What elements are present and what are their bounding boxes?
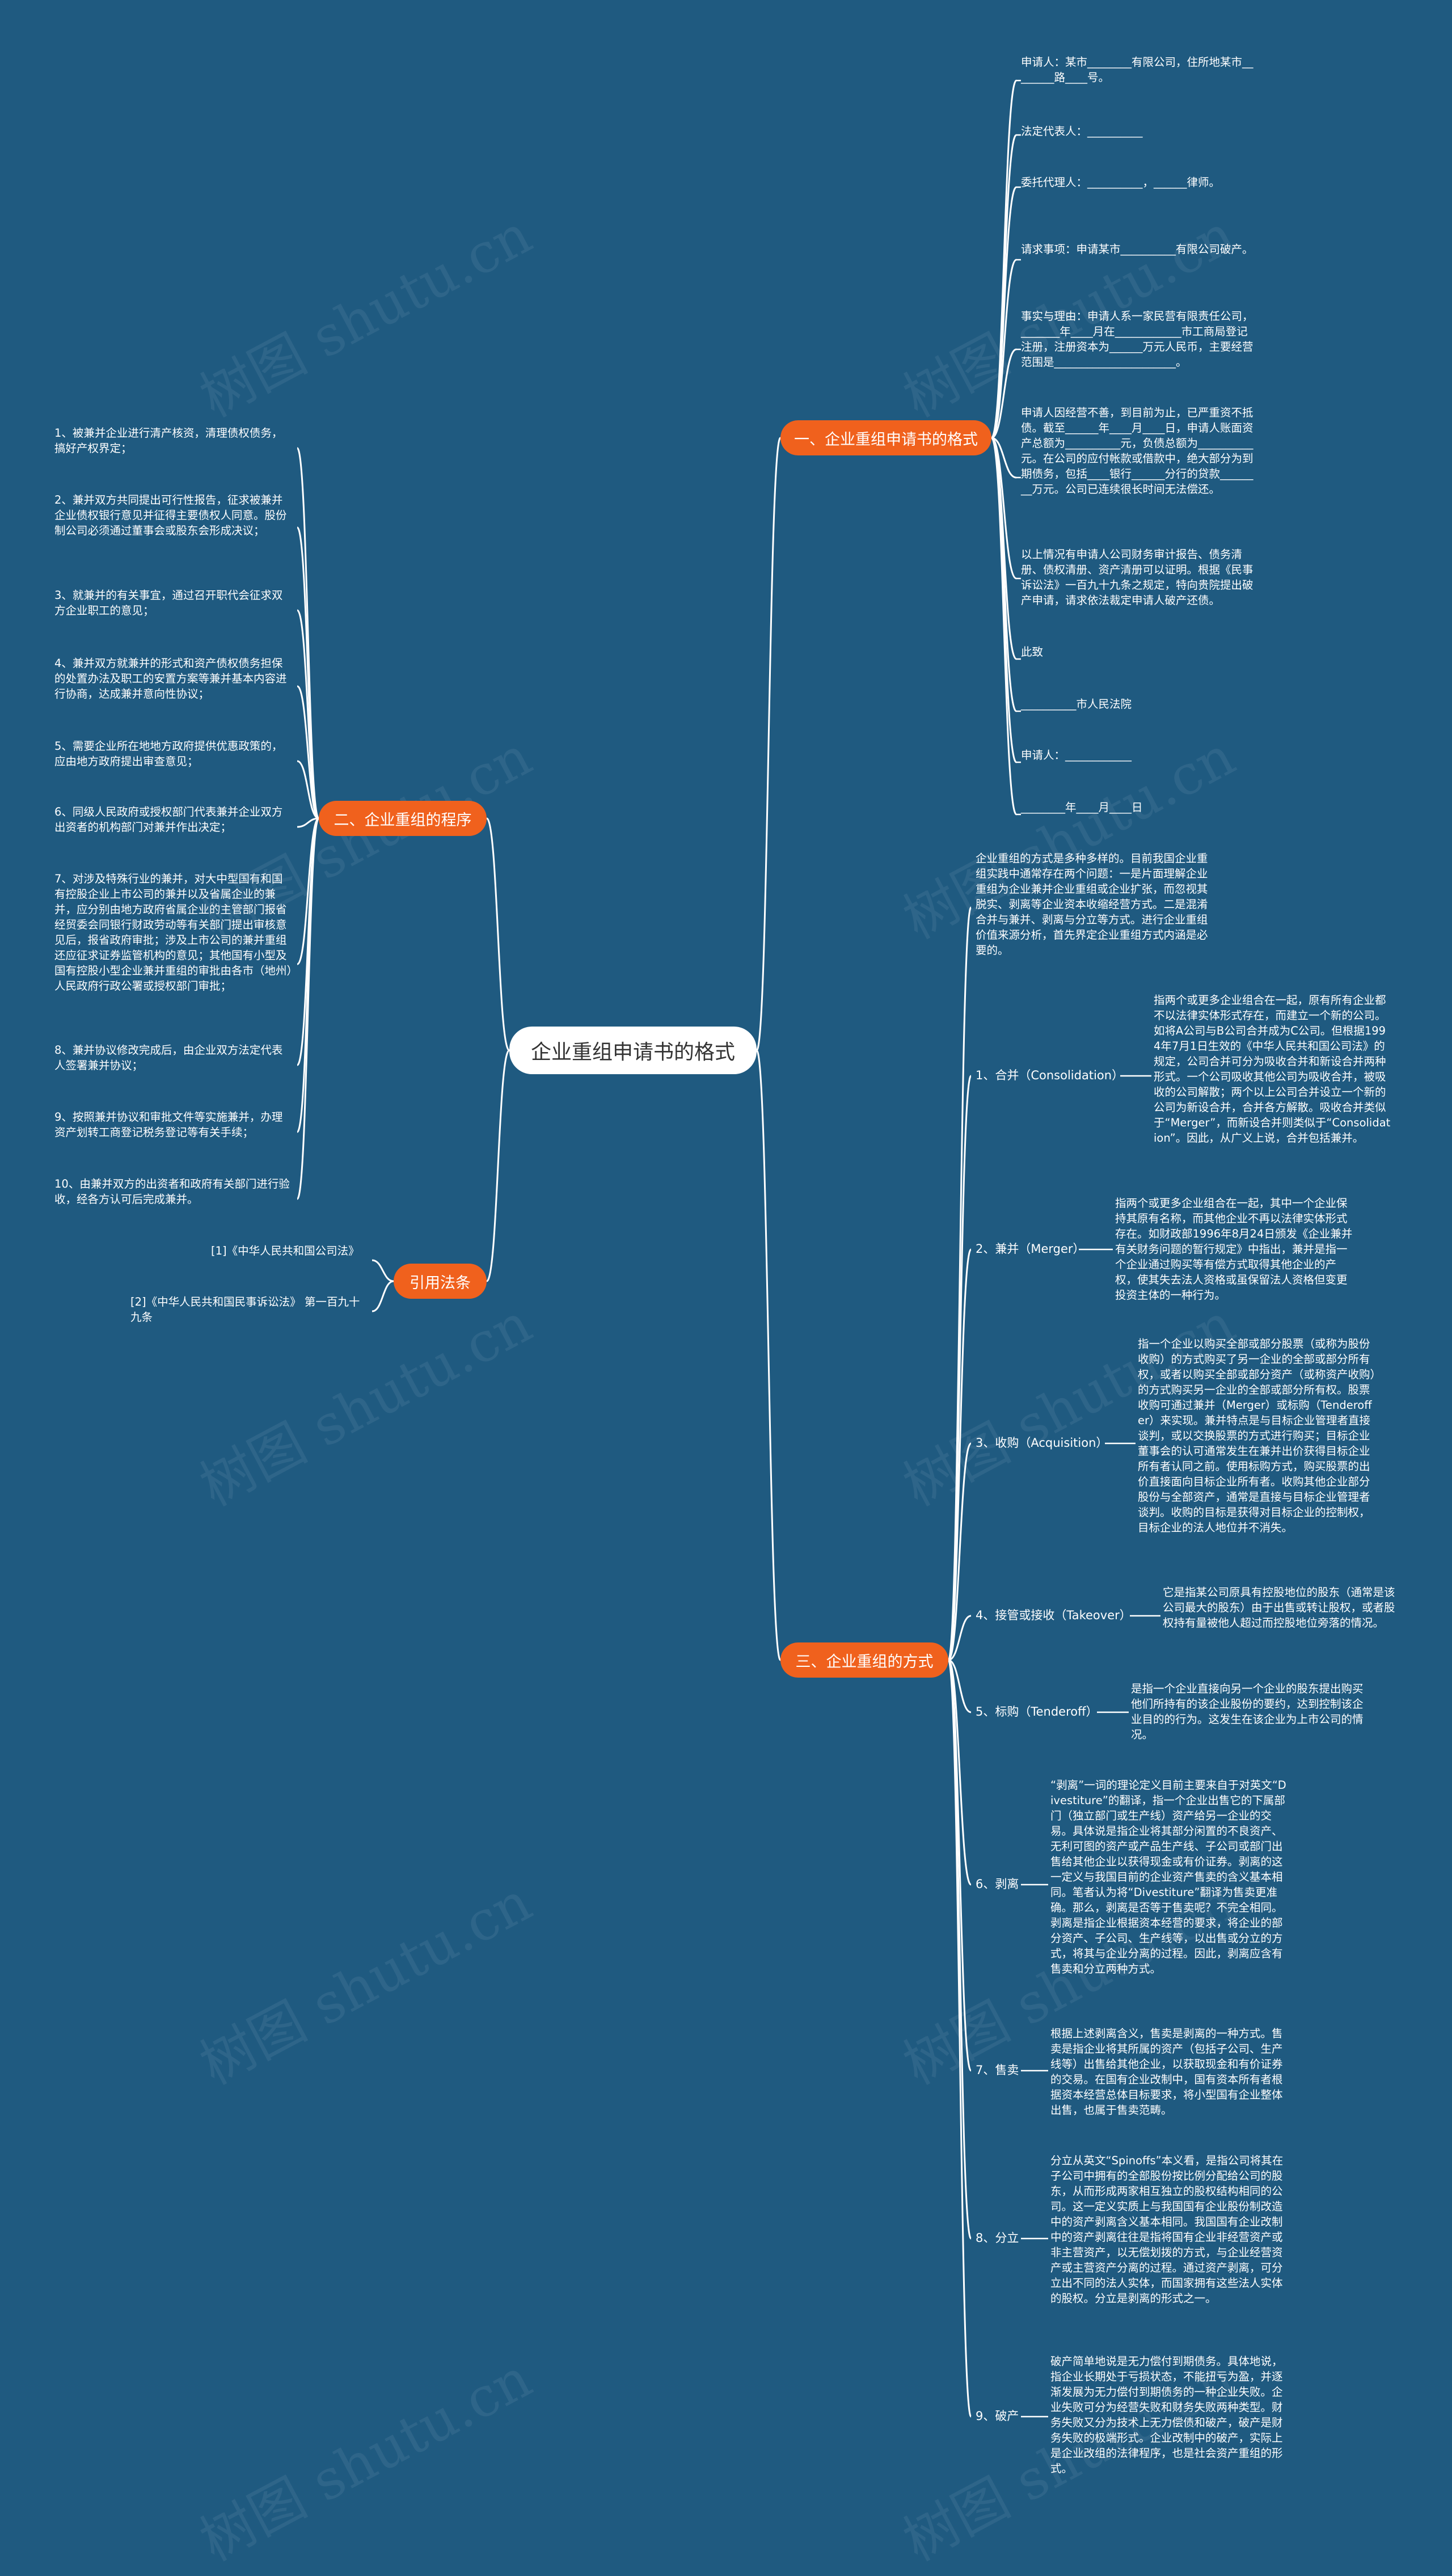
connector-line bbox=[297, 760, 319, 820]
connector-line bbox=[991, 437, 1017, 479]
method-tenderoffer-label[interactable]: 5、标购（Tenderoff） bbox=[976, 1705, 1098, 1718]
method-sale-label[interactable]: 7、售卖 bbox=[976, 2063, 1019, 2077]
connector-line bbox=[948, 1659, 972, 1713]
connector-line bbox=[947, 1442, 972, 1661]
leaf-date: ________年____月____日 bbox=[1021, 801, 1143, 814]
method-consolidation-label[interactable]: 1、合并（Consolidation） bbox=[976, 1069, 1124, 1082]
method-tenderoffer-text: 是指一个企业直接向另一个企业的股东提出购买他们所持有的该企业股份的要约，达到控制… bbox=[1131, 1682, 1364, 1741]
procedure-step-1: 1、被兼并企业进行清产核资，清理债权债务，搞好产权界定； bbox=[54, 426, 283, 455]
connector-line bbox=[948, 1615, 972, 1661]
method-merger-label[interactable]: 2、兼并（Merger） bbox=[976, 1242, 1085, 1256]
connector-line bbox=[947, 1659, 972, 2240]
method-acquisition-text: 指一个企业以购买全部或部分股票（或称为股份收购）的方式购买了另一企业的全部或部分… bbox=[1138, 1337, 1376, 1534]
leaf-legal-representative: 法定代表人：__________ bbox=[1021, 125, 1143, 138]
method-acquisition-label[interactable]: 3、收购（Acquisition） bbox=[976, 1436, 1108, 1450]
connector-line bbox=[297, 685, 319, 820]
connector-line bbox=[947, 1075, 972, 1661]
connector-line bbox=[755, 1049, 782, 1661]
cited-law-1: [1]《中华人民共和国公司法》 bbox=[211, 1244, 360, 1257]
leaf-insolvency: 申请人因经营不善，到目前为止，已严重资不抵债。截至______年____月___… bbox=[1021, 406, 1253, 496]
connector-line bbox=[486, 1049, 510, 1282]
procedure-step-10: 10、由兼并双方的出资者和政府有关部门进行验收，经各方认可后完成兼并。 bbox=[54, 1177, 290, 1206]
connector-line bbox=[990, 259, 1018, 439]
method-bankruptcy-label[interactable]: 9、破产 bbox=[976, 2409, 1019, 2423]
method-takeover-text: 它是指某公司原具有控股地位的股东（通常是该公司最大的股东）由于出售或转让股权，或… bbox=[1163, 1586, 1395, 1629]
leaf-signature: 申请人：____________ bbox=[1021, 749, 1132, 762]
connector-line bbox=[990, 437, 1018, 763]
leaf-agent: 委托代理人：__________，______律师。 bbox=[1021, 176, 1221, 189]
connector-line bbox=[947, 1659, 972, 1886]
cited-law-2: [2]《中华人民共和国民事诉讼法》 第一百九十九条 bbox=[130, 1295, 360, 1324]
method-spinoff-text: 分立从英文“Spinoffs”本义看，是指公司将其在子公司中拥有的全部股份按比例… bbox=[1050, 2154, 1284, 2305]
method-sale-text: 根据上述剥离含义，售卖是剥离的一种方式。售卖是指企业将其所属的资产（包括子公司、… bbox=[1050, 2027, 1283, 2117]
method-takeover-label[interactable]: 4、接管或接收（Takeover） bbox=[976, 1608, 1132, 1622]
procedure-step-7: 7、对涉及特殊行业的兼并，对大中型国有和国有控股企业上市公司的兼并以及省属企业的… bbox=[54, 872, 293, 993]
connector-line bbox=[990, 437, 1018, 816]
method-merger-text: 指两个或更多企业组合在一起，其中一个企业保持其原有名称，而其他企业不再以法律实体… bbox=[1115, 1197, 1353, 1302]
method-divestiture-text: “剥离”一词的理论定义目前主要来自于对英文“Divestiture”的翻译，指一… bbox=[1050, 1779, 1286, 1975]
method-divestiture-label[interactable]: 6、剥离 bbox=[976, 1877, 1019, 1891]
connector-line bbox=[486, 817, 510, 1051]
method-spinoff-label[interactable]: 8、分立 bbox=[976, 2231, 1019, 2245]
connector-line bbox=[372, 1280, 394, 1312]
branch-application-format[interactable]: 一、企业重组申请书的格式 bbox=[780, 420, 991, 455]
method-consolidation-text: 指两个或更多企业组合在一起，原有所有企业都不以法律实体形式存在，而建立一个新的公… bbox=[1154, 994, 1391, 1145]
connector-line bbox=[991, 348, 1017, 439]
procedure-step-8: 8、兼并协议修改完成后，由企业双方法定代表人签署兼并协议； bbox=[54, 1044, 283, 1072]
method-bankruptcy-text: 破产简单地说是无力偿付到期债务。具体地说，指企业长期处于亏损状态，不能扭亏为盈，… bbox=[1050, 2355, 1283, 2475]
connector-line bbox=[947, 1659, 972, 2418]
procedure-step-4: 4、兼并双方就兼并的形式和资产债权债务担保的处置办法及职工的安置方案等兼并基本内… bbox=[54, 657, 287, 700]
leaf-regards: 此致 bbox=[1021, 645, 1044, 658]
connector-line bbox=[296, 817, 320, 1200]
procedure-step-5: 5、需要企业所在地地方政府提供优惠政策的，应由地方政府提出审查意见； bbox=[54, 740, 283, 768]
branch-restructure-methods[interactable]: 三、企业重组的方式 bbox=[780, 1642, 948, 1678]
procedure-step-3: 3、就兼并的有关事宜，通过召开职代会征求双方企业职工的意见； bbox=[54, 589, 283, 617]
procedure-step-6: 6、同级人民政府或授权部门代表兼并企业双方出资者的机构部门对兼并作出决定； bbox=[54, 805, 283, 834]
connector-line bbox=[296, 609, 320, 820]
procedure-step-2: 2、兼并双方共同提出可行性报告，征求被兼并企业债权银行意见并征得主要债权人同意。… bbox=[54, 493, 287, 537]
leaf-court: __________市人民法院 bbox=[1021, 698, 1132, 711]
methods-intro: 企业重组的方式是多种多样的。目前我国企业重组实践中通常存在两个问题：一是片面理解… bbox=[976, 852, 1208, 957]
connector-line bbox=[947, 1248, 972, 1661]
connector-line bbox=[296, 526, 320, 820]
root-node[interactable]: 企业重组申请书的格式 bbox=[509, 1027, 757, 1074]
leaf-evidence: 以上情况有申请人公司财务审计报告、债务清册、债权清册、资产清册可以证明。根据《民… bbox=[1021, 548, 1253, 607]
branch-restructure-procedure[interactable]: 二、企业重组的程序 bbox=[319, 801, 487, 836]
connector-line bbox=[297, 817, 319, 828]
leaf-facts: 事实与理由：申请人系一家民营有限责任公司，_______年____月在_____… bbox=[1021, 310, 1253, 369]
connector-line bbox=[755, 437, 782, 1051]
connector-line bbox=[372, 1259, 394, 1282]
leaf-applicant: 申请人：某市________有限公司，住所地某市________路____号。 bbox=[1021, 56, 1253, 84]
leaf-request: 请求事项：申请某市__________有限公司破产。 bbox=[1021, 243, 1253, 256]
procedure-step-9: 9、按照兼并协议和审批文件等实施兼并，办理资产划转工商登记税务登记等有关手续； bbox=[54, 1110, 283, 1139]
branch-cited-laws[interactable]: 引用法条 bbox=[394, 1264, 487, 1299]
